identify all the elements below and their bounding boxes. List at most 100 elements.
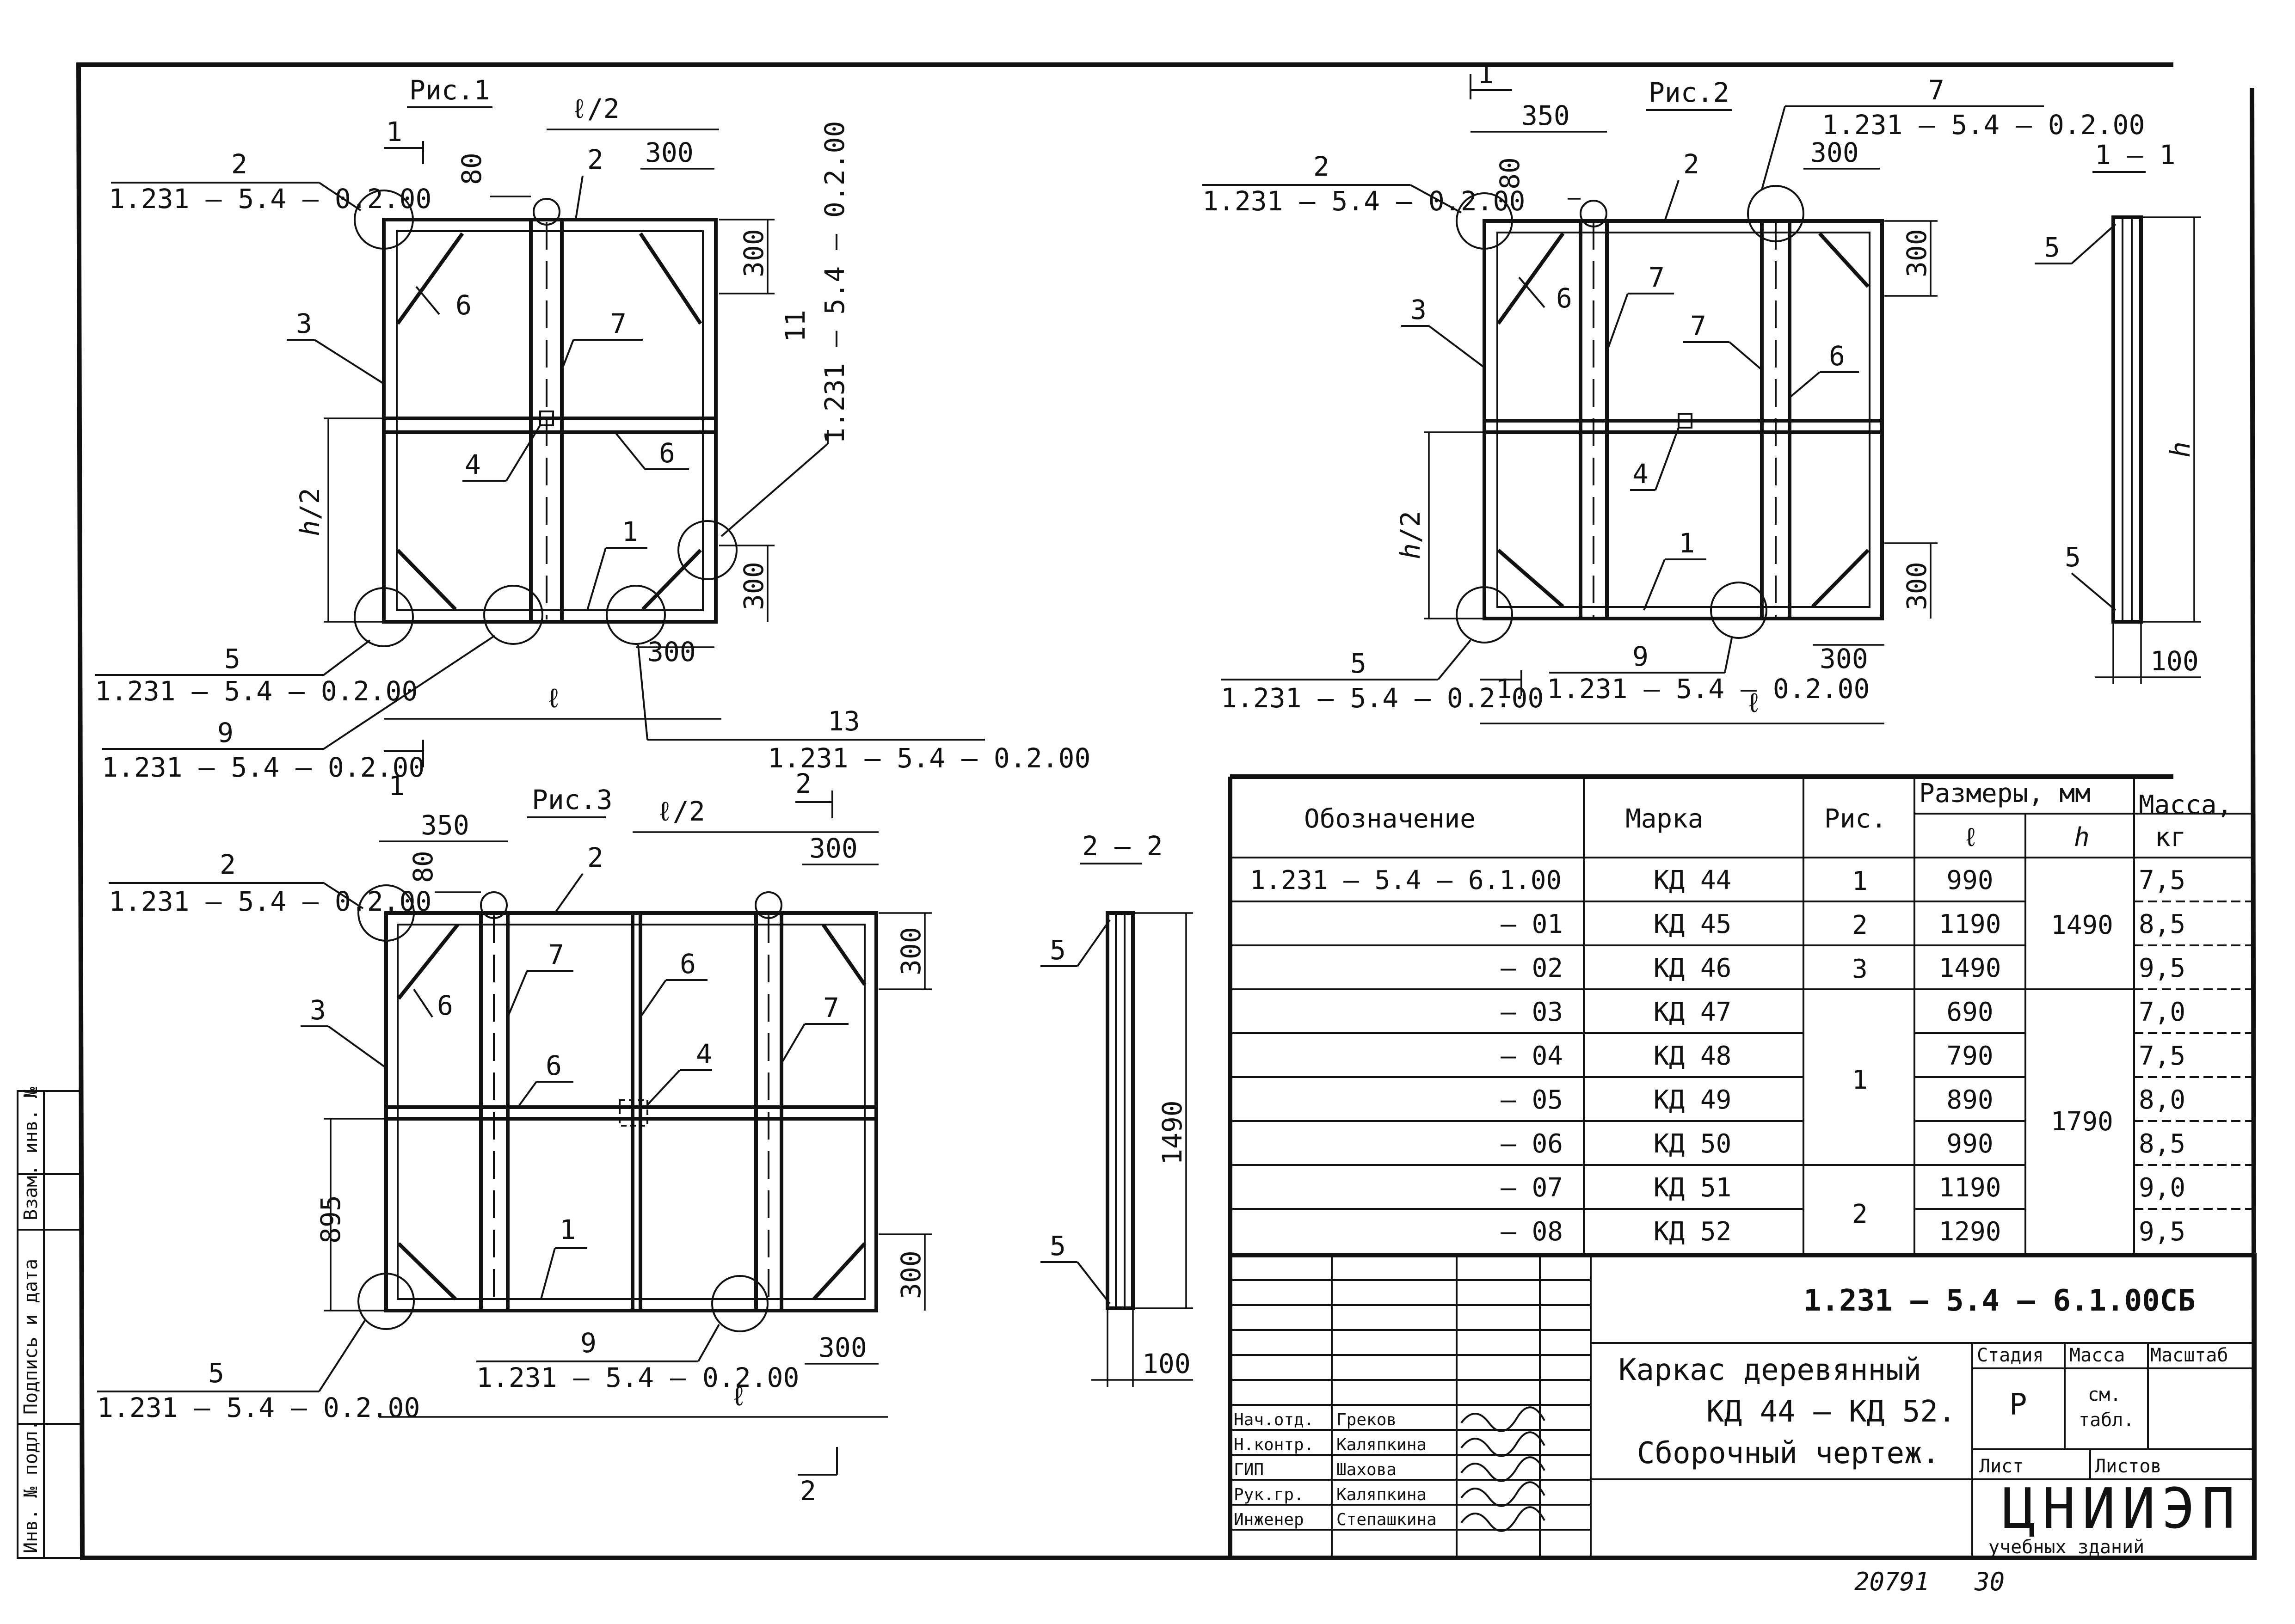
fig3-c9-ref: 1.231 – 5.4 – 0.2.00 — [476, 1362, 799, 1393]
cell-mass: 7,5 — [2139, 865, 2185, 895]
fig3-c2-ref: 1.231 – 5.4 – 0.2.00 — [109, 886, 431, 917]
th-mark: Марка — [1625, 804, 1704, 834]
cell-l: 1190 — [1939, 1173, 2001, 1203]
cell-l: 890 — [1946, 1085, 1993, 1115]
cell-mass: 9,5 — [2139, 953, 2185, 983]
fig2-l: ℓ — [1746, 687, 1762, 718]
figure-3: Рис.3 350 ℓ/2 80 300 — [97, 740, 932, 1507]
fig1-c2-num: 2 — [231, 148, 247, 180]
org-name: ЦНИИЭП — [2002, 1477, 2241, 1541]
fig2-section-1a: 1 — [1477, 58, 1494, 90]
fig2-dim-80: 80 — [1494, 157, 1526, 190]
fig1-l-half: ℓ/2 — [571, 93, 620, 124]
role-person: Шахова — [1336, 1460, 1397, 1479]
section-1-1: 1 – 1 ℎ 100 5 5 — [2035, 139, 2201, 684]
th-sizes: Размеры, мм — [1919, 778, 2091, 809]
stamp-sign-date: Подпись и дата — [20, 1259, 42, 1415]
cell-l: 990 — [1946, 865, 1993, 895]
fig1-pos-3: 3 — [296, 308, 312, 339]
cell-designation: – 01 — [1501, 909, 1563, 939]
fig2-c2-ref: 1.231 – 5.4 – 0.2.00 — [1202, 185, 1525, 217]
cell-l: 1290 — [1939, 1217, 2001, 1247]
fig1-dim-300-rt: 300 — [738, 229, 769, 277]
fig2-pos-1: 1 — [1679, 527, 1695, 559]
fig3-pos-4: 4 — [696, 1038, 712, 1070]
signature-icon — [1460, 1406, 1545, 1432]
cell-mass: 7,0 — [2139, 997, 2185, 1027]
signature-icon — [1460, 1506, 1545, 1532]
figure-1: Рис.1 ℓ/2 300 300 300 — [95, 74, 1090, 783]
th-mass-2: кг — [2155, 822, 2186, 852]
cell-mass: 8,0 — [2139, 1085, 2185, 1115]
cell-mark: КД 49 — [1654, 1085, 1732, 1115]
cell-l: 1490 — [1939, 953, 2001, 983]
cell-designation: – 06 — [1501, 1129, 1563, 1159]
cell-mark: КД 51 — [1654, 1173, 1732, 1203]
cell-designation: – 02 — [1501, 953, 1563, 983]
fig3-pos-3: 3 — [310, 994, 326, 1026]
fig1-pos-4: 4 — [465, 449, 481, 480]
fig1-c5-num: 5 — [224, 643, 240, 674]
role-person: Каляпкина — [1336, 1485, 1427, 1504]
fig3-dim-300-top: 300 — [809, 833, 858, 864]
sheets-label: Листов — [2095, 1456, 2162, 1477]
role-person: Степашкина — [1336, 1510, 1437, 1529]
fig2-c7-ref: 1.231 – 5.4 – 0.2.00 — [1822, 109, 2145, 141]
doc-code: 1.231 – 5.4 – 6.1.00СБ — [1803, 1284, 2196, 1318]
fig1-pos-2: 2 — [587, 144, 603, 175]
fig3-dim-895: 895 — [315, 1195, 346, 1244]
fig3-dim-300-rt: 300 — [895, 927, 927, 975]
fig2-c9-num: 9 — [1632, 641, 1649, 672]
mass-value-2: табл. — [2079, 1410, 2134, 1431]
fig-group-1: 1 — [1852, 866, 1868, 896]
fig3-l: ℓ — [731, 1380, 747, 1412]
org-sub: учебных зданий — [1988, 1537, 2144, 1558]
spec-table: Обозначение Марка Рис. Размеры, мм ℓ ℎ М… — [1228, 774, 2254, 1257]
fig1-title: Рис.1 — [409, 74, 490, 106]
fig3-title: Рис.3 — [532, 784, 613, 815]
stamp-inv-orig: Инв. № подл. — [20, 1420, 42, 1553]
fig1-c13-ref: 1.231 – 5.4 – 0.2.00 — [768, 742, 1090, 774]
fig1-c11-ref: 1.231 – 5.4 – 0.2.00 — [819, 121, 850, 444]
fig3-c5-ref: 1.231 – 5.4 – 0.2.00 — [97, 1392, 420, 1423]
signature-icon — [1460, 1456, 1545, 1482]
sect22-pos-5a: 5 — [1050, 934, 1066, 966]
fig1-pos-7: 7 — [610, 308, 627, 339]
title-line-3: Сборочный чертеж. — [1637, 1436, 1940, 1471]
fig3-section-2b: 2 — [800, 1475, 816, 1507]
cell-mass: 9,0 — [2139, 1173, 2185, 1203]
sheet-frame — [76, 62, 2257, 1560]
sect22-dim-100: 100 — [1142, 1348, 1191, 1379]
sect22-title: 2 – 2 — [1082, 830, 1163, 862]
cell-designation: – 03 — [1501, 997, 1563, 1027]
fig2-c5-num: 5 — [1350, 648, 1366, 679]
fig2-dim-300-rb: 300 — [1901, 562, 1932, 610]
section-2-2: 2 – 2 1490 100 5 5 — [1040, 830, 1193, 1387]
side-stamp: Взам. инв. № Подпись и дата Инв. № подл. — [17, 1087, 83, 1559]
fig2-c5-ref: 1.231 – 5.4 – 0.2.00 — [1221, 682, 1544, 714]
th-mass-1: Масса, — [2139, 790, 2232, 820]
fig1-dim-300-bot: 300 — [647, 636, 696, 668]
sect22-dim-1490: 1490 — [1157, 1100, 1188, 1165]
role-label: Рук.гр. — [1234, 1485, 1304, 1504]
fig2-c9-ref: 1.231 – 5.4 – 0.2.00 — [1547, 673, 1870, 705]
cell-mark: КД 46 — [1654, 953, 1732, 983]
fig3-pos-6c: 6 — [546, 1050, 562, 1081]
fig2-section-1b: 1 — [1496, 673, 1512, 705]
fig3-c2-num: 2 — [220, 849, 236, 880]
cell-mark: КД 52 — [1654, 1217, 1732, 1247]
cell-mark: КД 50 — [1654, 1129, 1732, 1159]
fig1-dim-300-top: 300 — [645, 137, 694, 168]
fig3-c9-num: 9 — [580, 1327, 597, 1359]
cell-designation: – 07 — [1501, 1173, 1563, 1203]
cell-mass: 8,5 — [2139, 909, 2185, 939]
fig3-l-half: ℓ/2 — [657, 796, 705, 827]
role-person: Греков — [1336, 1410, 1397, 1429]
fig1-pos-1: 1 — [622, 516, 638, 547]
fig-group-2: 2 — [1852, 910, 1868, 940]
sect11-dim-100: 100 — [2150, 645, 2199, 677]
fig3-pos-2: 2 — [587, 842, 603, 873]
fig1-c5-ref: 1.231 – 5.4 – 0.2.00 — [95, 675, 418, 707]
th-l: ℓ — [1963, 822, 1979, 852]
